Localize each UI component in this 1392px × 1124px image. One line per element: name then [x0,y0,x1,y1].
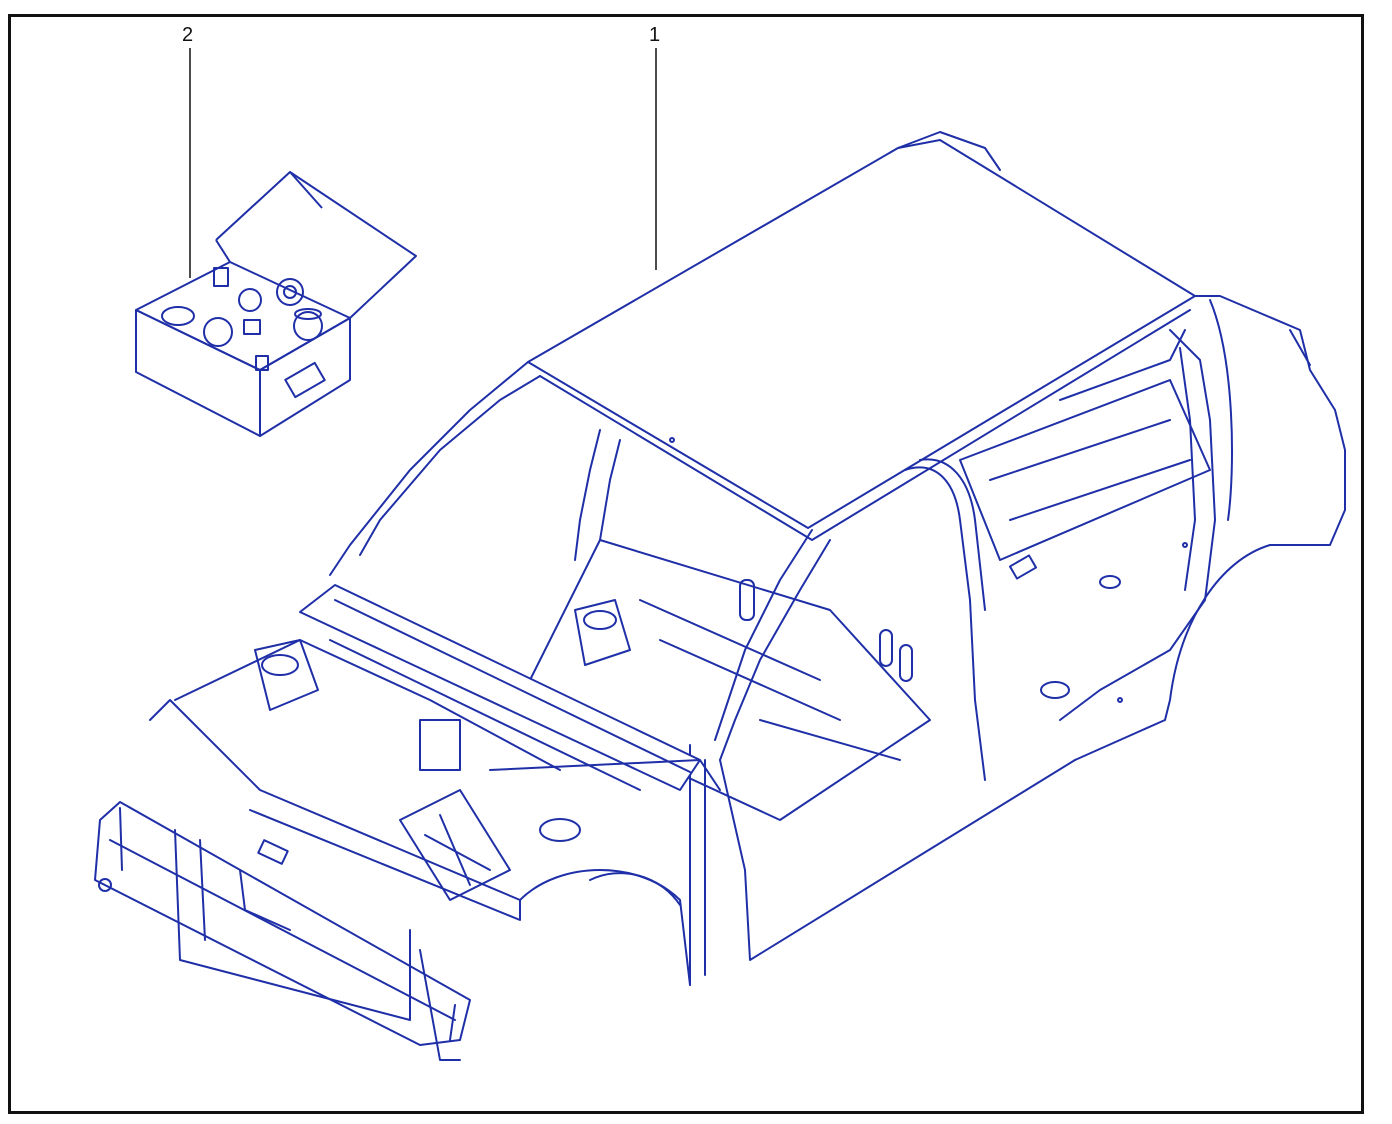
callout-1-label: 1 [649,24,661,46]
parts-box [135,171,417,437]
car-body-shell [94,131,1346,1061]
callout-2-label: 2 [182,24,194,46]
